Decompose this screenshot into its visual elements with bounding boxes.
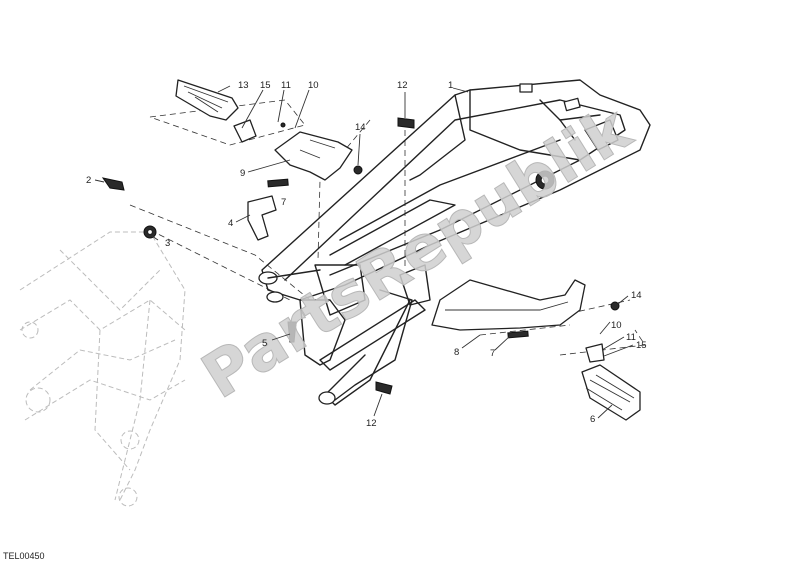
callout-14: 14 bbox=[355, 122, 366, 133]
watermark: PartsRepublik bbox=[189, 90, 645, 413]
callout-12: 12 bbox=[397, 80, 408, 91]
right-footpeg-assembly bbox=[287, 279, 641, 421]
callout-13: 13 bbox=[238, 80, 249, 91]
callout-11: 11 bbox=[626, 332, 636, 343]
left-footpeg-assembly bbox=[175, 79, 363, 241]
left-hardware bbox=[101, 117, 415, 239]
callout-15: 15 bbox=[260, 80, 271, 91]
callout-2: 2 bbox=[86, 175, 91, 186]
callout-labels: 13 15 11 10 12 1 14 9 7 2 4 3 14 10 11 1… bbox=[86, 80, 647, 429]
callout-1: 1 bbox=[448, 80, 453, 91]
callout-14: 14 bbox=[631, 290, 642, 301]
callout-4: 4 bbox=[228, 218, 233, 229]
callout-7: 7 bbox=[281, 197, 286, 208]
watermark-text: PartsRepublik bbox=[189, 91, 644, 413]
callout-leaders bbox=[94, 85, 634, 419]
callout-8: 8 bbox=[454, 347, 459, 358]
rear-subframe bbox=[258, 79, 651, 406]
main-frame-ghost bbox=[19, 231, 186, 507]
callout-9: 9 bbox=[240, 168, 245, 179]
callout-3: 3 bbox=[165, 238, 170, 249]
callout-11: 11 bbox=[281, 80, 291, 91]
callout-5: 5 bbox=[262, 338, 267, 349]
callout-15: 15 bbox=[636, 340, 647, 351]
callout-12: 12 bbox=[366, 418, 377, 429]
callout-6: 6 bbox=[590, 414, 595, 425]
callout-10: 10 bbox=[611, 320, 622, 331]
callout-10: 10 bbox=[308, 80, 319, 91]
diagram-code: TEL00450 bbox=[3, 551, 45, 561]
callout-7: 7 bbox=[490, 348, 495, 359]
